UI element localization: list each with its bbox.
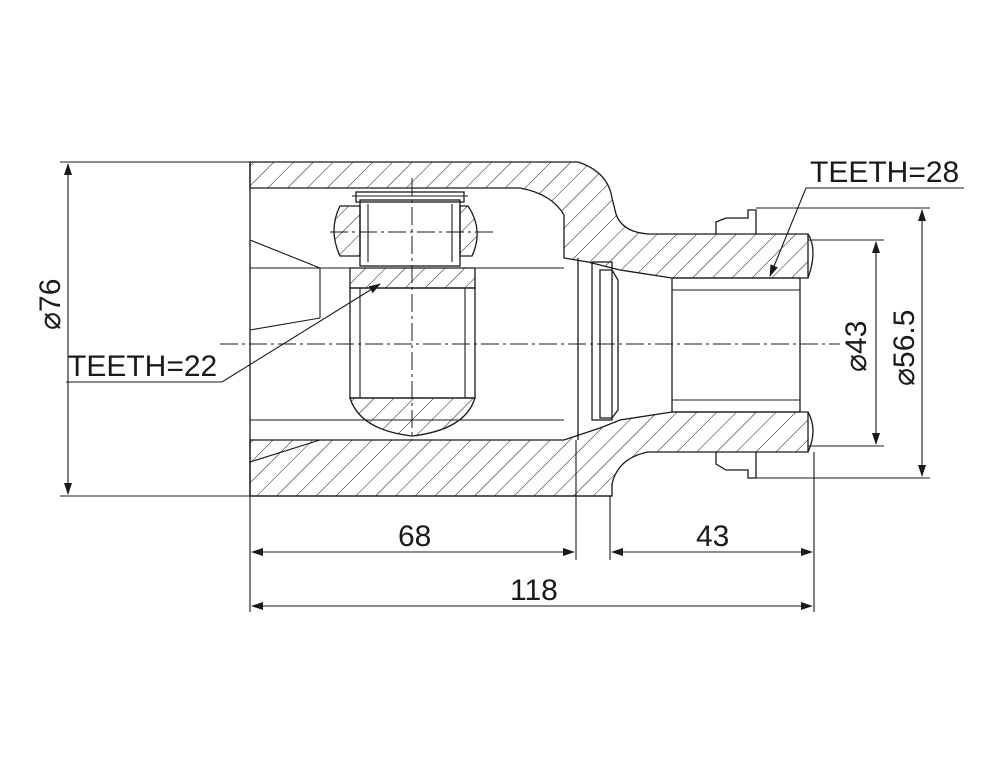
len-stem-label: 43	[696, 520, 729, 553]
len-total-label: 118	[510, 574, 558, 607]
dia-body-label: ⌀76	[34, 279, 67, 330]
housing-bottom-wall	[249, 411, 809, 497]
dia-shaft-label: ⌀43	[840, 321, 873, 372]
dim-dia-body: ⌀76	[34, 161, 250, 497]
circlip	[599, 269, 619, 419]
teeth-outer-label: TEETH=28	[810, 156, 959, 189]
housing-top-wall	[249, 161, 809, 279]
circlip-groove	[591, 261, 613, 421]
tripod-assembly	[333, 191, 478, 437]
upper-roller	[333, 205, 361, 257]
stem-end-face	[807, 233, 814, 453]
housing-section	[249, 161, 809, 497]
housing-taper-low	[249, 439, 321, 463]
upper-roller-right	[459, 205, 478, 257]
teeth-outer-callout: TEETH=28	[769, 156, 964, 277]
stem-bore	[671, 277, 801, 413]
dim-lengths: 68 43 118	[249, 440, 815, 612]
upper-trunnion	[359, 199, 461, 267]
teeth-inner-label: TEETH=22	[68, 350, 217, 383]
top-seal-lip	[715, 209, 757, 234]
upper-bearing-cup	[355, 191, 465, 203]
dim-dia-flange: ⌀56.5	[756, 207, 930, 479]
len-housing-label: 68	[398, 520, 431, 553]
dim-dia-shaft: ⌀43	[808, 239, 884, 447]
stem-section	[591, 209, 814, 479]
housing-taper-top	[249, 239, 321, 269]
bottom-seal-lip	[715, 452, 757, 479]
dia-flange-label: ⌀56.5	[888, 310, 921, 386]
centerlines	[220, 178, 840, 440]
teeth-outer-leader	[769, 187, 807, 277]
housing-taper-bottom	[249, 317, 321, 331]
teeth-inner-leader	[221, 283, 381, 383]
teeth-inner-callout: TEETH=22	[66, 283, 381, 383]
